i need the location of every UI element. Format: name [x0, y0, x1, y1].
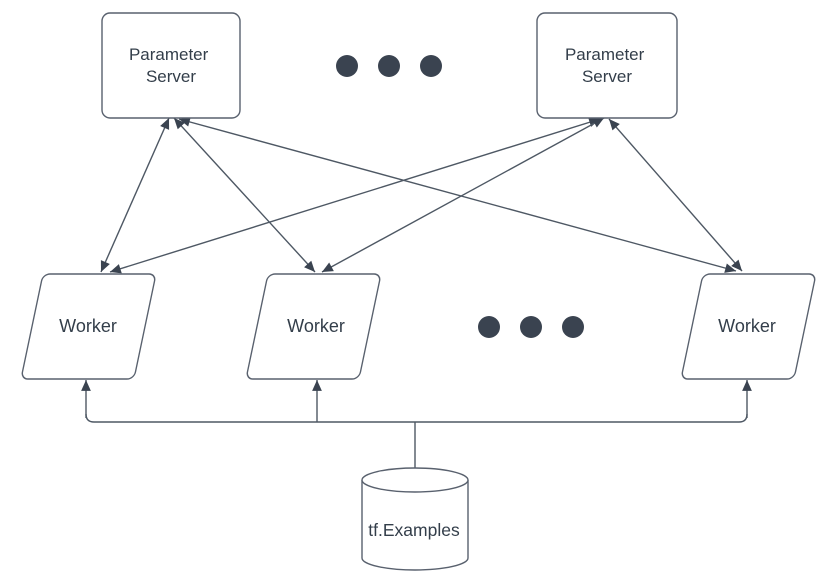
worker-3-label: Worker	[718, 316, 776, 336]
edge-ps2-worker1	[109, 117, 601, 274]
ellipsis-middle-icon	[478, 316, 584, 338]
edge-ps1-worker1	[100, 117, 170, 273]
datastore-fanout-connector	[81, 380, 752, 468]
ellipsis-dot	[378, 55, 400, 77]
edge-ps1-worker2	[173, 117, 316, 273]
worker-1-label: Worker	[59, 316, 117, 336]
worker-1-box	[21, 273, 156, 380]
parameter-server-1-label: Parameter Server	[129, 45, 213, 86]
ellipsis-dot	[420, 55, 442, 77]
datastore-label: tf.Examples	[368, 520, 460, 540]
worker-3-box	[681, 273, 816, 380]
ellipsis-top-icon	[336, 55, 442, 77]
edge-ps1-worker3	[178, 117, 737, 273]
edge-ps2-worker2	[321, 117, 605, 273]
node-worker-2: Worker	[246, 273, 381, 380]
parameter-server-2-box	[536, 12, 678, 119]
worker-2-label: Worker	[287, 316, 345, 336]
node-worker-3: Worker	[681, 273, 816, 380]
worker-2-box	[246, 273, 381, 380]
fanout-trunk	[85, 413, 748, 423]
ellipsis-dot	[336, 55, 358, 77]
datastore-cylinder-body	[361, 480, 469, 571]
parameter-server-1-box	[101, 12, 241, 119]
node-datastore: tf.Examples	[361, 467, 469, 571]
parameter-server-2-label: Parameter Server	[565, 45, 649, 86]
ellipsis-dot	[478, 316, 500, 338]
ellipsis-dot	[520, 316, 542, 338]
node-parameter-server-2: Parameter Server	[536, 12, 678, 119]
node-worker-1: Worker	[21, 273, 156, 380]
datastore-cylinder-top	[361, 467, 469, 493]
edges-ps-workers	[100, 117, 743, 274]
edge-ps2-worker3	[608, 118, 743, 272]
node-parameter-server-1: Parameter Server	[101, 12, 241, 119]
ellipsis-dot	[562, 316, 584, 338]
